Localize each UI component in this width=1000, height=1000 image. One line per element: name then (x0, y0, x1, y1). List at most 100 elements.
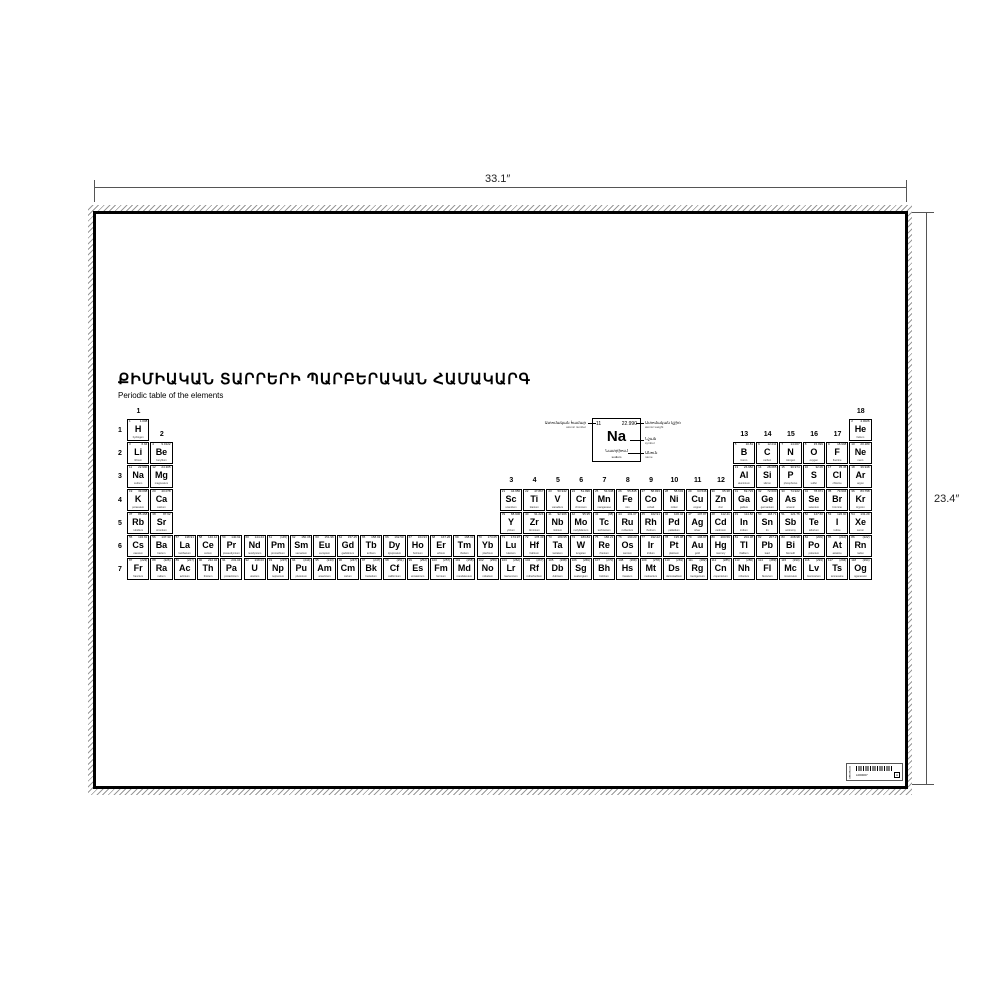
element-cell-ag[interactable]: 47107.87Agsilver (686, 511, 709, 534)
element-cell-lv[interactable]: 116(293)Lvlivermorium (802, 558, 825, 581)
element-cell-te[interactable]: 52127.60Tetellurium (802, 511, 825, 534)
element-cell-pb[interactable]: 82207.2Pblead (756, 535, 779, 558)
element-cell-cm[interactable]: 96(247)Cmcurium (336, 558, 359, 581)
element-cell-nh[interactable]: 113(286)Nhnihonium (732, 558, 756, 581)
element-cell-pr[interactable]: 59140.91Prpraseodymium (220, 535, 243, 558)
element-cell-rn[interactable]: 86(222)Rnradon (849, 535, 872, 558)
element-cell-hs[interactable]: 108(269)Hshassium (616, 558, 639, 581)
element-cell-hf[interactable]: 72178.49Hfhafnium (523, 535, 546, 558)
element-cell-fl[interactable]: 114(289)Flflerovium (756, 558, 779, 581)
element-cell-os[interactable]: 76190.23Ososmium (616, 535, 639, 558)
element-cell-pt[interactable]: 78195.08Ptplatinum (662, 535, 686, 558)
element-cell-np[interactable]: 93(237)Npneptunium (266, 558, 290, 581)
element-cell-sb[interactable]: 51121.76Sbantimony (779, 511, 802, 534)
element-cell-la[interactable]: 57138.91Lalanthanum (173, 535, 196, 558)
element-cell-bk[interactable]: 97(247)Bkberkelium (360, 558, 383, 581)
element-cell-zr[interactable]: 4091.224Zrzirconium (523, 511, 546, 534)
element-cell-se[interactable]: 3478.971Seselenium (802, 488, 825, 511)
element-cell-pu[interactable]: 94(244)Puplutonium (290, 558, 313, 581)
element-cell-pd[interactable]: 46106.42Pdpalladium (662, 511, 686, 534)
element-cell-ce[interactable]: 58140.12Cecerium (196, 535, 220, 558)
element-cell-gd[interactable]: 64157.25Gdgadolinium (336, 535, 359, 558)
element-cell-i[interactable]: 53126.90Iiodine (826, 511, 849, 534)
element-cell-li[interactable]: 36.94Lilithium (127, 442, 150, 465)
element-cell-ga[interactable]: 3169.723Gagallium (732, 488, 756, 511)
element-cell-p[interactable]: 1530.974Pphosphorus (779, 465, 802, 488)
element-cell-v[interactable]: 2350.942Vvanadium (546, 488, 569, 511)
element-cell-tb[interactable]: 65158.93Tbterbium (360, 535, 383, 558)
element-cell-cn[interactable]: 112(285)Cncopernicium (709, 558, 732, 581)
element-cell-rf[interactable]: 104(267)Rfrutherfordium (523, 558, 546, 581)
element-cell-bh[interactable]: 107(270)Bhbohrium (593, 558, 616, 581)
element-cell-rb[interactable]: 3785.468Rbrubidium (127, 511, 150, 534)
element-cell-ba[interactable]: 56137.33Babarium (150, 535, 173, 558)
element-cell-ge[interactable]: 3272.630Gegermanium (756, 488, 779, 511)
element-cell-fe[interactable]: 2655.845Feiron (616, 488, 639, 511)
element-cell-mg[interactable]: 1224.305Mgmagnesium (150, 465, 173, 488)
element-cell-ir[interactable]: 77192.22Iriridium (639, 535, 662, 558)
element-cell-db[interactable]: 105(268)Dbdubnium (546, 558, 569, 581)
element-cell-cf[interactable]: 98(251)Cfcalifornium (383, 558, 406, 581)
element-cell-er[interactable]: 68167.26Ererbium (429, 535, 453, 558)
element-cell-ds[interactable]: 110(281)Dsdarmstadtium (662, 558, 686, 581)
element-cell-w[interactable]: 74183.84Wtungsten (569, 535, 592, 558)
element-cell-be[interactable]: 49.0122Beberyllium (150, 442, 173, 465)
element-cell-fr[interactable]: 87(223)Frfrancium (127, 558, 150, 581)
element-cell-ne[interactable]: 1020.180Neneon (849, 442, 872, 465)
element-cell-pm[interactable]: 61(145)Pmpromethium (266, 535, 290, 558)
element-cell-tl[interactable]: 81204.38Tlthallium (732, 535, 756, 558)
element-cell-es[interactable]: 99(252)Eseinsteinium (406, 558, 429, 581)
element-cell-sn[interactable]: 50118.71Sntin (756, 511, 779, 534)
element-cell-ac[interactable]: 89(227)Acactinium (173, 558, 196, 581)
element-cell-mo[interactable]: 4295.95Momolybdenum (569, 511, 592, 534)
element-cell-dy[interactable]: 66162.50Dydysprosium (383, 535, 406, 558)
element-cell-cs[interactable]: 55132.91Cscaesium (127, 535, 150, 558)
element-cell-na[interactable]: 1122.990Nasodium (127, 465, 150, 488)
element-cell-br[interactable]: 3579.904Brbromine (826, 488, 849, 511)
element-cell-ho[interactable]: 67164.93Hoholmium (406, 535, 429, 558)
element-cell-al[interactable]: 1326.982Alaluminium (732, 465, 756, 488)
element-cell-f[interactable]: 918.998Ffluorine (826, 442, 849, 465)
element-cell-kr[interactable]: 3683.798Krkrypton (849, 488, 872, 511)
element-cell-bi[interactable]: 83208.98Bibismuth (779, 535, 802, 558)
element-cell-in[interactable]: 49114.82Inindium (732, 511, 756, 534)
element-cell-sm[interactable]: 62150.36Smsamarium (290, 535, 313, 558)
element-cell-lu[interactable]: 71174.97Lulutetium (499, 535, 523, 558)
element-cell-tm[interactable]: 69168.93Tmthulium (453, 535, 476, 558)
element-cell-nd[interactable]: 60144.24Ndneodymium (243, 535, 266, 558)
element-cell-at[interactable]: 85(210)Atastatine (826, 535, 849, 558)
element-cell-cl[interactable]: 1735.45Clchlorine (826, 465, 849, 488)
element-cell-ca[interactable]: 2040.078Cacalcium (150, 488, 173, 511)
element-cell-am[interactable]: 95(243)Amamericium (313, 558, 336, 581)
element-cell-zn[interactable]: 3065.38Znzinc (709, 488, 732, 511)
element-cell-au[interactable]: 79196.97Augold (686, 535, 709, 558)
element-cell-c[interactable]: 612.011Ccarbon (756, 442, 779, 465)
element-cell-ts[interactable]: 117(294)Tstennessine (826, 558, 849, 581)
element-cell-sg[interactable]: 106(269)Sgseaborgium (569, 558, 592, 581)
element-cell-md[interactable]: 101(258)Mdmendelevium (453, 558, 476, 581)
element-cell-xe[interactable]: 54131.29Xexenon (849, 511, 872, 534)
element-cell-h[interactable]: 11.008Hhydrogen (127, 419, 150, 442)
element-cell-re[interactable]: 75186.21Rerhenium (593, 535, 616, 558)
element-cell-cr[interactable]: 2451.996Crchromium (569, 488, 592, 511)
element-cell-k[interactable]: 1939.098Kpotassium (127, 488, 150, 511)
element-cell-fm[interactable]: 100(257)Fmfermium (429, 558, 453, 581)
element-cell-pa[interactable]: 91231.04Paprotactinium (220, 558, 243, 581)
element-cell-th[interactable]: 90232.04Ththorium (196, 558, 220, 581)
element-cell-eu[interactable]: 63151.96Eueuropium (313, 535, 336, 558)
element-cell-n[interactable]: 714.007Nnitrogen (779, 442, 802, 465)
element-cell-mn[interactable]: 2554.938Mnmanganese (593, 488, 616, 511)
element-cell-no[interactable]: 102(259)Nonobelium (476, 558, 499, 581)
element-cell-s[interactable]: 1632.06Ssulfur (802, 465, 825, 488)
element-cell-ni[interactable]: 2858.693Ninickel (662, 488, 686, 511)
element-cell-ra[interactable]: 88(226)Raradium (150, 558, 173, 581)
element-cell-mt[interactable]: 109(278)Mtmeitnerium (639, 558, 662, 581)
element-cell-co[interactable]: 2758.933Cocobalt (639, 488, 662, 511)
element-cell-ti[interactable]: 2247.867Tititanium (523, 488, 546, 511)
element-cell-ru[interactable]: 44101.07Ruruthenium (616, 511, 639, 534)
element-cell-ta[interactable]: 73180.95Tatantalum (546, 535, 569, 558)
element-cell-hg[interactable]: 80200.59Hgmercury (709, 535, 732, 558)
element-cell-u[interactable]: 92238.03Uuranium (243, 558, 266, 581)
element-cell-si[interactable]: 1428.085Sisilicon (756, 465, 779, 488)
element-cell-y[interactable]: 3988.906Yyttrium (499, 511, 523, 534)
